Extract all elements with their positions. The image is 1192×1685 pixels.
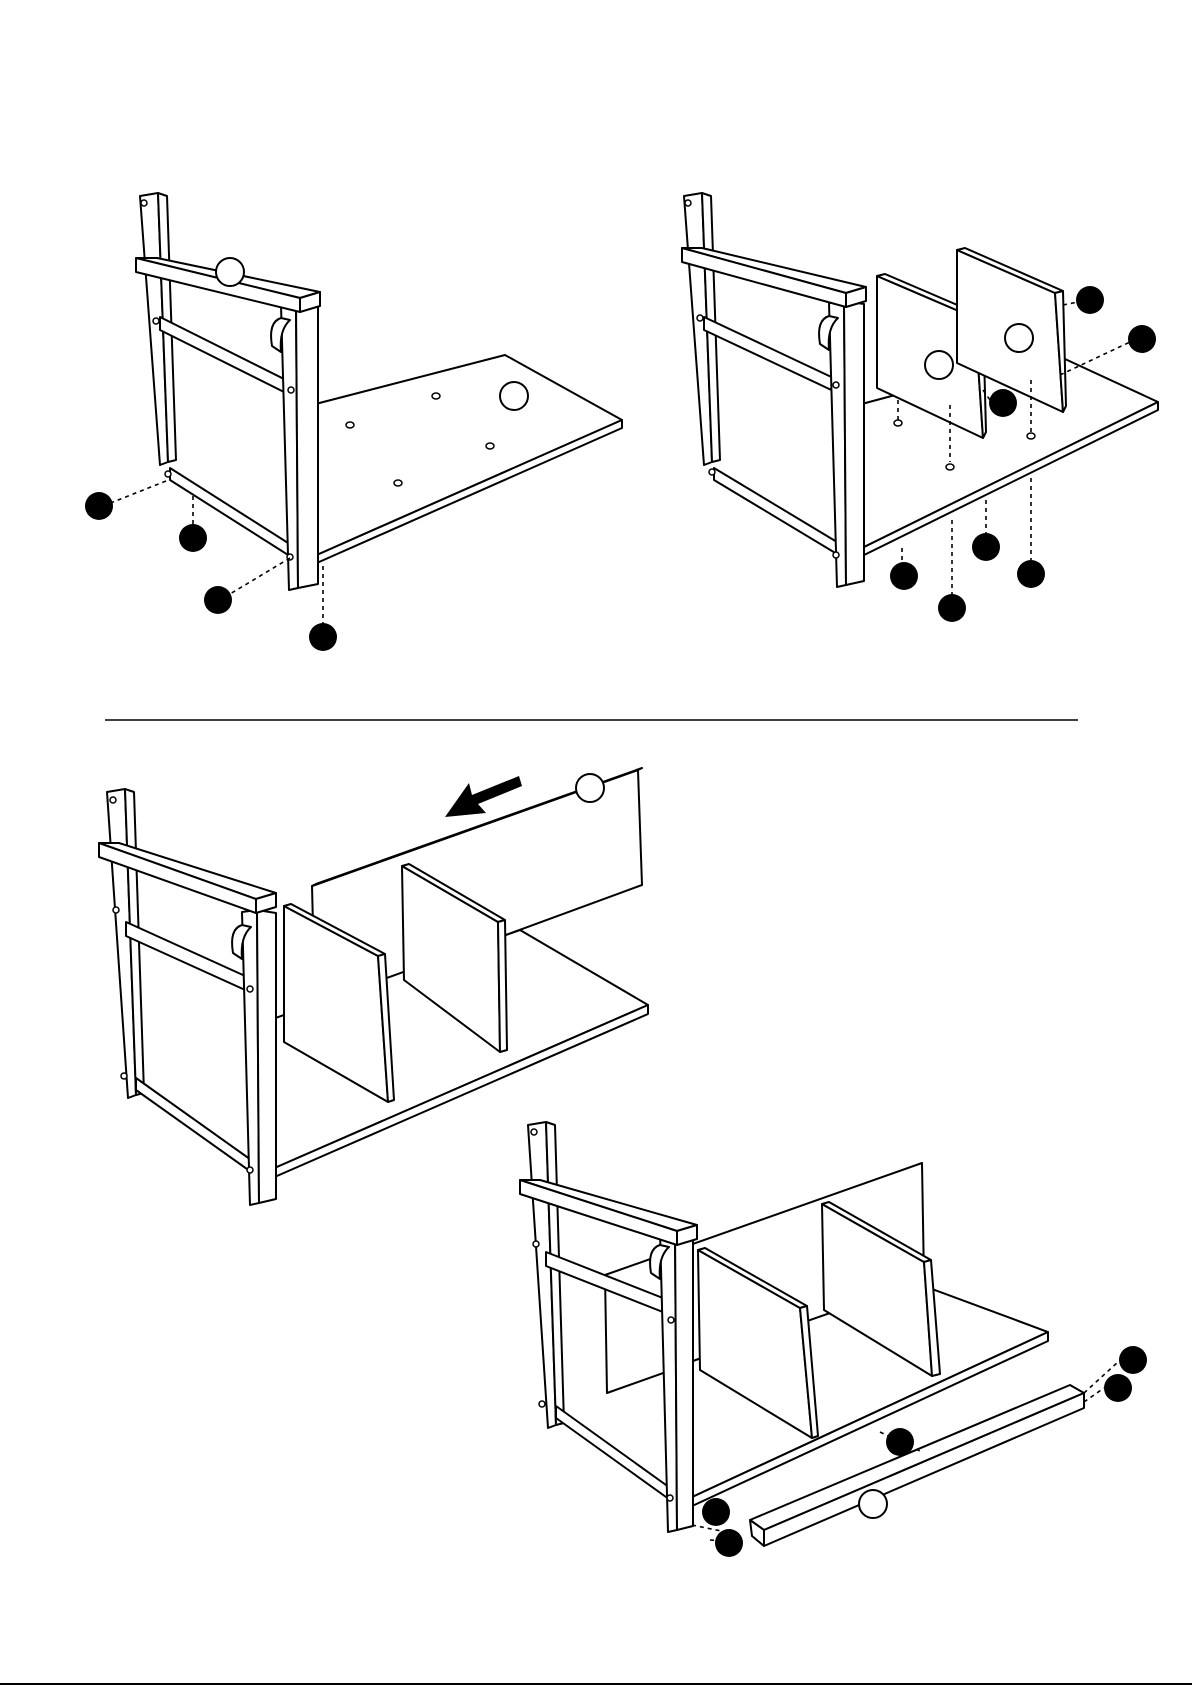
hardware-callout-icon <box>972 533 1000 561</box>
hardware-callout-icon <box>702 1498 730 1526</box>
hardware-callout-icon <box>179 524 207 552</box>
hardware-callout-icon <box>1128 325 1156 353</box>
part-callout-icon <box>216 258 244 286</box>
step-3-side-frame <box>99 789 276 1205</box>
slide-direction-arrow-icon <box>445 776 522 817</box>
hardware-callout-icon <box>1119 1346 1147 1374</box>
step-4-figure <box>520 1122 1147 1557</box>
part-callout-icon <box>500 382 528 410</box>
step-3-figure <box>99 768 648 1205</box>
hardware-callout-icon <box>886 1428 914 1456</box>
hardware-callout-icon <box>989 389 1017 417</box>
part-callout-icon <box>1005 324 1033 352</box>
hardware-callout-icon <box>1076 286 1104 314</box>
step-2-figure <box>682 193 1158 622</box>
hardware-callout-icon <box>715 1529 743 1557</box>
hardware-callout-icon <box>85 492 113 520</box>
hardware-callout-icon <box>890 562 918 590</box>
step-1-figure <box>85 193 622 651</box>
hardware-callout-icon <box>1017 560 1045 588</box>
part-callout-icon <box>925 351 953 379</box>
step-2-side-frame <box>682 193 866 587</box>
step-1-bottom-board <box>300 355 622 558</box>
hardware-callout-icon <box>1104 1374 1132 1402</box>
hardware-callout-icon <box>938 594 966 622</box>
part-callout-icon <box>576 774 604 802</box>
part-callout-icon <box>859 1490 887 1518</box>
step-1-side-frame <box>136 193 320 590</box>
hardware-callout-icon <box>309 623 337 651</box>
hardware-callout-icon <box>204 586 232 614</box>
